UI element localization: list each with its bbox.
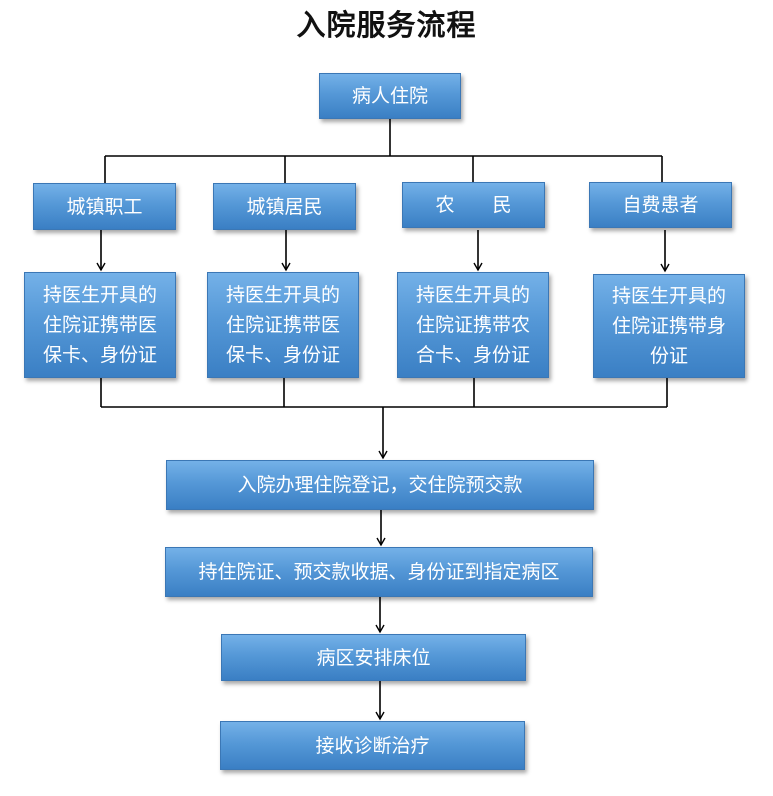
node-start: 病人住院 bbox=[319, 73, 461, 119]
node-step-label: 持住院证、预交款收据、身份证到指定病区 bbox=[198, 561, 560, 583]
node-instruction-urban-employee: 持医生开具的住院证携带医保卡、身份证 bbox=[24, 272, 176, 378]
node-category-urban-employee: 城镇职工 bbox=[33, 183, 176, 230]
node-instruction-farmer: 持医生开具的住院证携带农合卡、身份证 bbox=[397, 272, 549, 378]
node-instruction-text: 持医生开具的住院证携带农合卡、身份证 bbox=[415, 284, 530, 366]
node-instruction-text: 持医生开具的住院证携带身份证 bbox=[611, 285, 726, 367]
node-step-registration: 入院办理住院登记，交住院预交款 bbox=[166, 460, 594, 510]
node-category-farmer: 农 民 bbox=[402, 182, 545, 228]
node-step-assign-bed: 病区安排床位 bbox=[221, 634, 526, 681]
node-step-label: 接收诊断治疗 bbox=[315, 734, 430, 757]
node-category-label: 城镇居民 bbox=[246, 195, 323, 218]
page-title: 入院服务流程 bbox=[296, 8, 477, 42]
node-instruction-text: 持医生开具的住院证携带医保卡、身份证 bbox=[42, 284, 157, 366]
node-step-go-to-ward: 持住院证、预交款收据、身份证到指定病区 bbox=[165, 547, 593, 597]
node-start-label: 病人住院 bbox=[351, 85, 428, 107]
node-step-label: 病区安排床位 bbox=[316, 646, 431, 669]
node-category-self-pay: 自费患者 bbox=[589, 182, 732, 228]
node-instruction-urban-resident: 持医生开具的住院证携带医保卡、身份证 bbox=[207, 272, 359, 378]
node-instruction-text: 持医生开具的住院证携带医保卡、身份证 bbox=[225, 284, 340, 366]
node-instruction-self-pay: 持医生开具的住院证携带身份证 bbox=[593, 274, 745, 378]
node-category-urban-resident: 城镇居民 bbox=[213, 183, 356, 230]
node-step-label: 入院办理住院登记，交住院预交款 bbox=[237, 474, 523, 496]
node-category-label: 自费患者 bbox=[622, 194, 699, 216]
node-step-treatment: 接收诊断治疗 bbox=[220, 721, 525, 770]
node-category-label: 城镇职工 bbox=[66, 195, 143, 218]
node-category-label: 农 民 bbox=[435, 194, 512, 216]
